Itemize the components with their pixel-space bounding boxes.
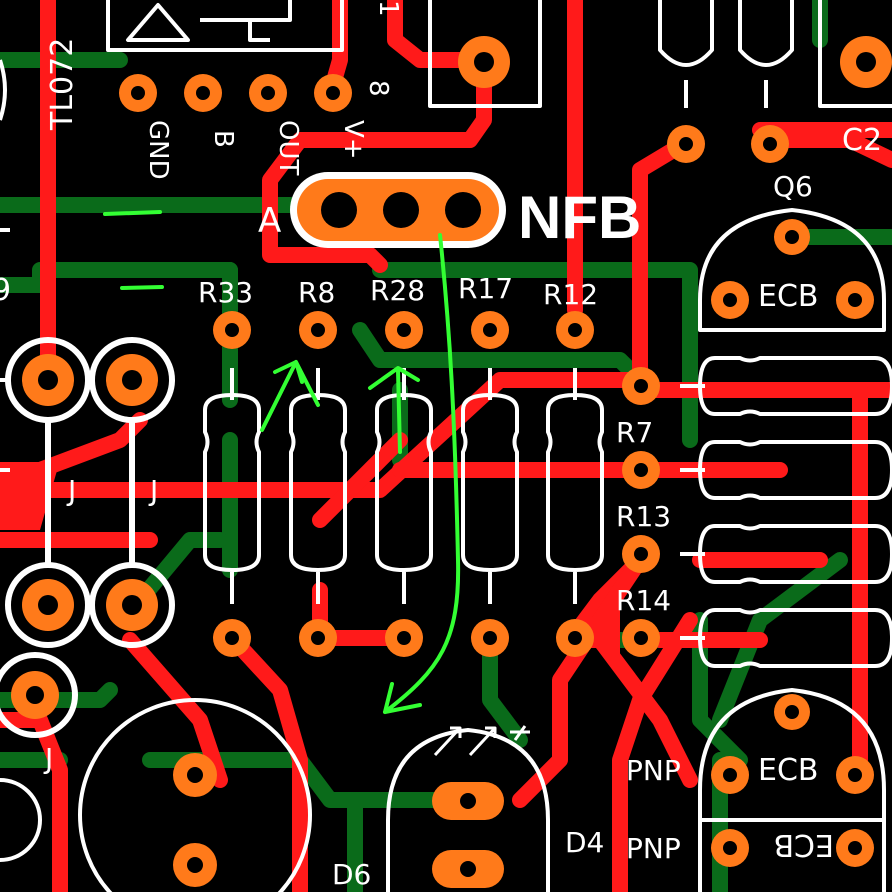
j1-label: J bbox=[66, 474, 76, 507]
arrow-to-r8 bbox=[260, 360, 320, 432]
q6-label: Q6 bbox=[773, 170, 813, 203]
r12-label: R12 bbox=[543, 278, 598, 311]
j3-label: J bbox=[43, 742, 53, 775]
j2-label: J bbox=[148, 474, 158, 507]
minus-mark-lower bbox=[120, 285, 164, 290]
nfb-label: NFB bbox=[518, 184, 641, 251]
ic-pin-1-label: 1 bbox=[373, 0, 403, 17]
r8-label: R8 bbox=[298, 276, 335, 309]
q6-outline bbox=[698, 208, 886, 332]
c2-outline bbox=[818, 0, 892, 108]
connector-outline bbox=[428, 0, 542, 108]
pnp-bottom-label: PNP bbox=[626, 832, 681, 865]
arrow-to-r28 bbox=[368, 366, 420, 454]
ic-symbol-box bbox=[106, 0, 344, 52]
r33-label: R33 bbox=[198, 276, 253, 309]
nfb-pin-a-label: A bbox=[258, 201, 281, 241]
r13-label: R13 bbox=[616, 500, 671, 533]
hand-annotations bbox=[103, 210, 461, 714]
horizontal-resistor-bodies bbox=[680, 356, 892, 668]
d6-label: D6 bbox=[332, 858, 371, 891]
pnp-top-label: PNP bbox=[626, 754, 681, 787]
edge-label: 9 bbox=[0, 273, 11, 308]
electrolytic-cap-outline bbox=[78, 698, 312, 892]
pnp-top-pins-label: ECB bbox=[758, 753, 818, 788]
r28-label: R28 bbox=[370, 274, 425, 307]
c2-label: C2 bbox=[842, 123, 882, 158]
vertical-resistor-bodies bbox=[0, 368, 604, 604]
minus-mark-upper bbox=[103, 210, 162, 216]
led-outline bbox=[386, 728, 550, 892]
ic-pin-gnd-label: GND bbox=[143, 120, 173, 180]
d4-label: D4 bbox=[565, 826, 604, 859]
q6-pins-label: ECB bbox=[758, 279, 818, 314]
ic-pin-b-label: B bbox=[208, 130, 238, 148]
pads bbox=[11, 36, 892, 888]
ic-pin-8-label: 8 bbox=[363, 80, 393, 97]
nfb-route-arrow bbox=[383, 233, 461, 714]
ic-pin-out-label: OUT bbox=[273, 120, 303, 175]
r7-label: R7 bbox=[616, 416, 653, 449]
r14-label: R14 bbox=[616, 584, 671, 617]
pnp-bottom-pins-label: ECB bbox=[774, 827, 834, 862]
ic-part-label: TL072 bbox=[45, 38, 80, 131]
pnp-top-outline bbox=[698, 688, 886, 822]
r17-label: R17 bbox=[458, 272, 513, 305]
opamp-symbol bbox=[126, 3, 190, 42]
ic-pin-vplus-label: V+ bbox=[338, 120, 368, 160]
